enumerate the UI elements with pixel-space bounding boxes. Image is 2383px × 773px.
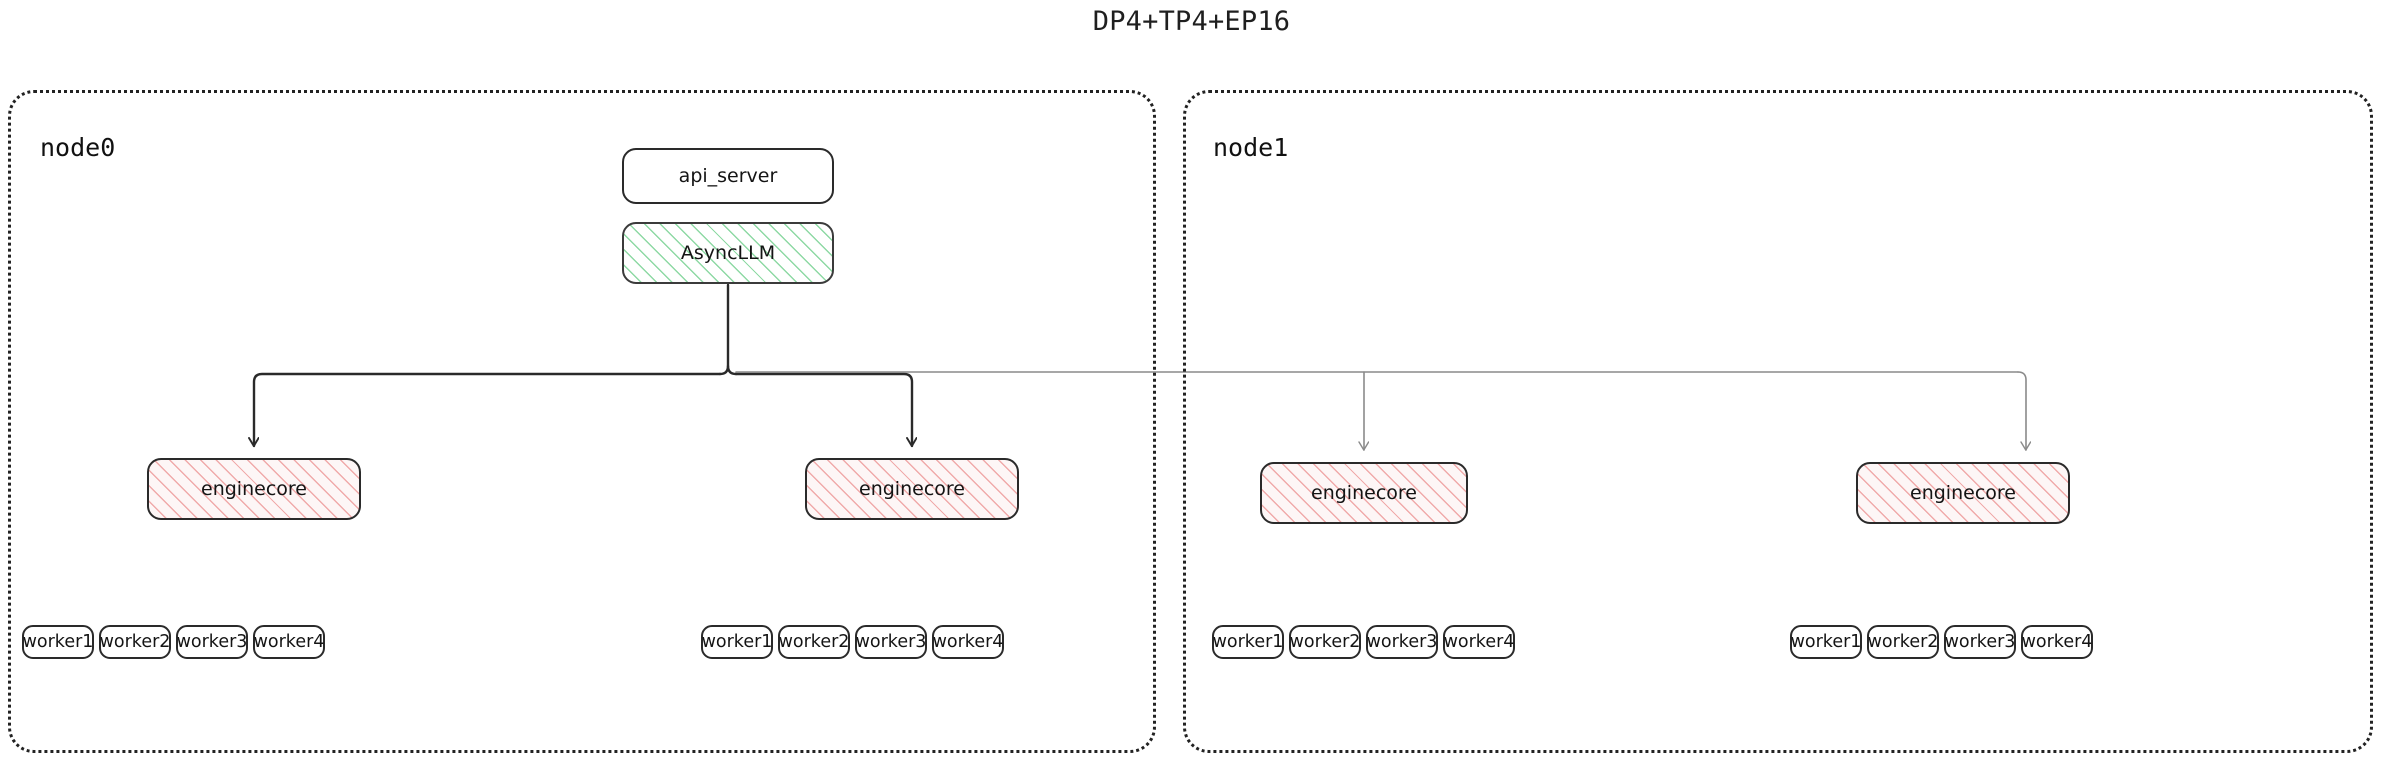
node-label-node1: node1 — [1213, 133, 1289, 162]
box-enginecore[interactable]: enginecore — [147, 458, 361, 520]
box-worker[interactable]: worker1 — [1212, 625, 1284, 659]
box-worker[interactable]: worker1 — [701, 625, 773, 659]
box-worker[interactable]: worker2 — [778, 625, 850, 659]
box-worker[interactable]: worker1 — [1790, 625, 1862, 659]
box-worker[interactable]: worker1 — [22, 625, 94, 659]
box-worker[interactable]: worker3 — [1944, 625, 2016, 659]
box-enginecore[interactable]: enginecore — [805, 458, 1019, 520]
box-worker[interactable]: worker2 — [1867, 625, 1939, 659]
box-asyncllm[interactable]: AsyncLLM — [622, 222, 834, 284]
box-worker[interactable]: worker3 — [1366, 625, 1438, 659]
box-worker[interactable]: worker4 — [1443, 625, 1515, 659]
node-label-node0: node0 — [40, 133, 116, 162]
box-worker[interactable]: worker2 — [99, 625, 171, 659]
box-worker[interactable]: worker3 — [855, 625, 927, 659]
box-worker[interactable]: worker4 — [932, 625, 1004, 659]
box-worker[interactable]: worker3 — [176, 625, 248, 659]
box-api-server[interactable]: api_server — [622, 148, 834, 204]
box-worker[interactable]: worker4 — [253, 625, 325, 659]
node-group-node0 — [8, 90, 1156, 753]
box-enginecore[interactable]: enginecore — [1260, 462, 1468, 524]
box-worker[interactable]: worker4 — [2021, 625, 2093, 659]
box-enginecore[interactable]: enginecore — [1856, 462, 2070, 524]
node-group-node1 — [1183, 90, 2373, 753]
page-title: DP4+TP4+EP16 — [1092, 6, 1291, 37]
box-worker[interactable]: worker2 — [1289, 625, 1361, 659]
